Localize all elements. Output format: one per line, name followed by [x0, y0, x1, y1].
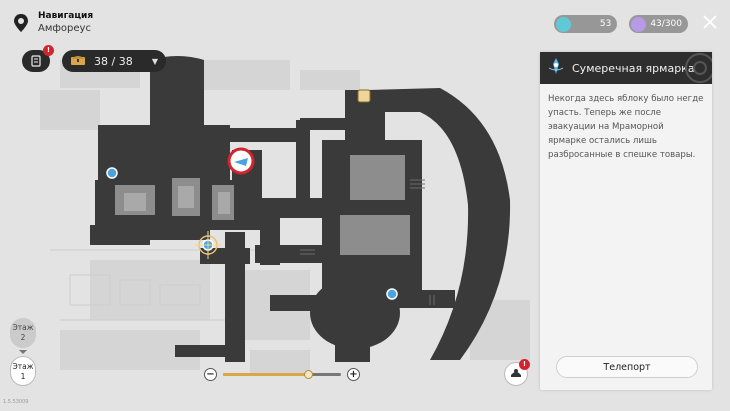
resource-crystals-value: 53	[599, 19, 612, 29]
resource-power[interactable]: 43/300	[629, 15, 688, 33]
version-label: 1.5.53009	[3, 399, 29, 405]
location-pin-icon	[10, 12, 32, 34]
power-icon	[631, 16, 647, 32]
region-name: Амфореус	[38, 23, 91, 34]
map-toolbar: ! 38 / 38 ▼	[22, 45, 166, 72]
floor-1-button[interactable]: Этаж 1	[10, 356, 36, 386]
caret-down-icon: ▼	[151, 56, 158, 66]
teleport-anchor-icon	[546, 56, 566, 80]
exit-door-icon[interactable]	[357, 89, 371, 103]
zoom-out-button[interactable]: −	[204, 367, 217, 381]
navigation-header: Навигация Амфореус	[10, 10, 93, 35]
teleport-button[interactable]: Телепорт	[556, 356, 698, 378]
book-icon	[30, 52, 42, 71]
location-title: Сумеречная ярмарка	[572, 61, 695, 75]
resource-crystals[interactable]: 53	[554, 15, 618, 33]
floor-2-button[interactable]: Этаж 2	[10, 318, 36, 348]
floor-number: 2	[20, 333, 26, 342]
floor-label: Этаж	[12, 362, 34, 371]
resource-power-value: 43/300	[650, 19, 682, 29]
floor-selector: Этаж 2 Этаж 1	[10, 318, 36, 392]
zoom-handle[interactable]	[303, 369, 313, 379]
map-legend-button[interactable]: !	[22, 45, 54, 72]
chest-icon	[70, 54, 86, 69]
location-info-panel: Сумеречная ярмарка Некогда здесь яблоку …	[540, 52, 712, 390]
mission-icon	[509, 365, 523, 384]
zoom-control: − +	[204, 367, 360, 381]
zoom-slider[interactable]	[223, 369, 341, 379]
navigation-title: Навигация	[38, 11, 94, 21]
notification-badge: !	[519, 359, 530, 370]
close-icon	[702, 14, 718, 34]
highlighted-location-marker[interactable]	[227, 147, 255, 175]
crystal-icon	[556, 16, 572, 32]
location-description: Некогда здесь яблоку было негде упасть. …	[548, 94, 704, 160]
teleport-anchor-icon[interactable]	[386, 288, 398, 300]
floor-label: Этаж	[12, 323, 34, 332]
notification-badge: !	[43, 45, 54, 56]
chest-filter-dropdown[interactable]: 38 / 38 ▼	[62, 50, 166, 72]
panel-header: Сумеречная ярмарка	[540, 52, 712, 84]
zoom-fill	[223, 372, 308, 376]
mission-tracker-button[interactable]: !	[504, 359, 530, 386]
decorative-emblem-icon	[682, 52, 712, 84]
resource-bar: 53 43/300	[554, 14, 720, 34]
selected-teleport-icon[interactable]	[194, 231, 222, 259]
floor-number: 1	[20, 372, 26, 381]
current-floor-marker-icon	[19, 350, 27, 354]
close-button[interactable]	[700, 14, 720, 34]
teleport-anchor-icon[interactable]	[106, 167, 118, 179]
zoom-in-button[interactable]: +	[347, 367, 360, 381]
chest-count: 38 / 38	[94, 54, 133, 68]
